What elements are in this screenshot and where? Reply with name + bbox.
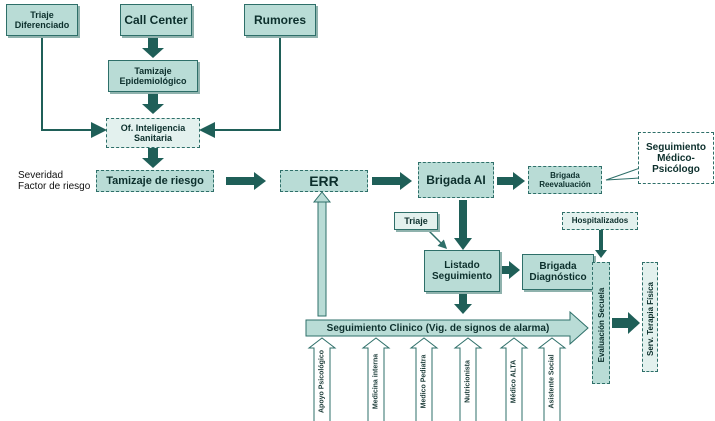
node-seguimiento-medico[interactable]: Seguimiento Médico- Psicólogo [638,132,714,184]
serv-terapia-fisica-label: Serv. Terapia Física [646,282,655,356]
support-label-medico-alta: Médico ALTA [510,359,518,404]
arrow-err-to-brigada-ai [372,172,412,190]
node-err[interactable]: ERR [280,170,368,192]
connector-triaje-to-inteligencia [41,36,107,138]
node-hospitalizados[interactable]: Hospitalizados [562,212,638,230]
node-rumores[interactable]: Rumores [244,4,316,36]
support-label-nutricionista: Nutricionista [464,360,472,403]
support-arrow-6 [537,337,567,421]
arrow-tamizaje-to-inteligencia [142,92,164,114]
node-brigada-ai[interactable]: Brigada AI [418,162,494,198]
support-arrow-4 [453,337,483,421]
node-brigada-diagnostico[interactable]: Brigada Diagnóstico [522,254,594,290]
arrow-hospitalizados-to-evaluacion [595,230,607,258]
node-call-center[interactable]: Call Center [120,4,192,36]
support-arrows [307,337,567,421]
evaluacion-secuela-label: Evaluación Secuela [597,287,606,363]
support-arrow-3 [409,337,439,421]
node-triaje[interactable]: Triaje [394,212,438,230]
support-label-apoyo-psicologico: Apoyo Psicológico [318,350,326,414]
support-arrow-2 [361,337,391,421]
support-label-medico-pediatra: Medico Pediatra [420,354,428,409]
arrow-callcenter-to-tamizaje [142,36,164,58]
node-tamizaje-riesgo[interactable]: Tamizaje de riesgo [96,170,214,192]
seguimiento-clinico-arrow [305,310,589,346]
arrow-listado-to-diagnostico [499,261,520,279]
seguimiento-clinico-label[interactable]: Seguimiento Clinico (Vig. de signos de a… [326,322,550,334]
connector-rumores-to-inteligencia [199,36,281,138]
node-serv-terapia-fisica[interactable]: Serv. Terapia Física [642,262,658,372]
node-triaje-diferenciado[interactable]: Triaje Diferenciado [6,4,78,36]
support-arrow-5 [499,337,529,421]
node-of-inteligencia[interactable]: Of. Inteligencia Sanitaria [106,118,200,148]
arrow-evaluacion-to-terapia [612,312,640,334]
arrow-listado-to-seguimiento-clinico [454,292,472,314]
callout-pointer [605,167,641,181]
arrow-brigada-ai-to-reevaluacion [497,172,525,190]
arrow-seguimiento-to-err [312,191,332,317]
support-label-asistente-social: Asistente Social [548,354,556,409]
node-evaluacion-secuela[interactable]: Evaluación Secuela [592,262,610,384]
arrow-brigada-ai-to-listado [454,200,472,250]
arrow-inteligencia-to-riesgo [142,148,164,168]
label-factor-riesgo: Factor de riesgo [18,181,91,192]
label-severidad: Severidad [18,170,64,181]
support-label-medicina-interna: Medicina interna [372,353,380,410]
connector-triaje-to-listado [427,229,448,250]
arrow-riesgo-to-err [226,172,266,190]
support-arrow-1 [307,337,337,421]
node-brigada-reevaluacion[interactable]: Brigada Reevaluación [528,166,602,194]
node-listado-seguimiento[interactable]: Listado Seguimiento [424,250,500,292]
node-tamizaje-epidemiologico[interactable]: Tamizaje Epidemiológico [108,60,198,92]
